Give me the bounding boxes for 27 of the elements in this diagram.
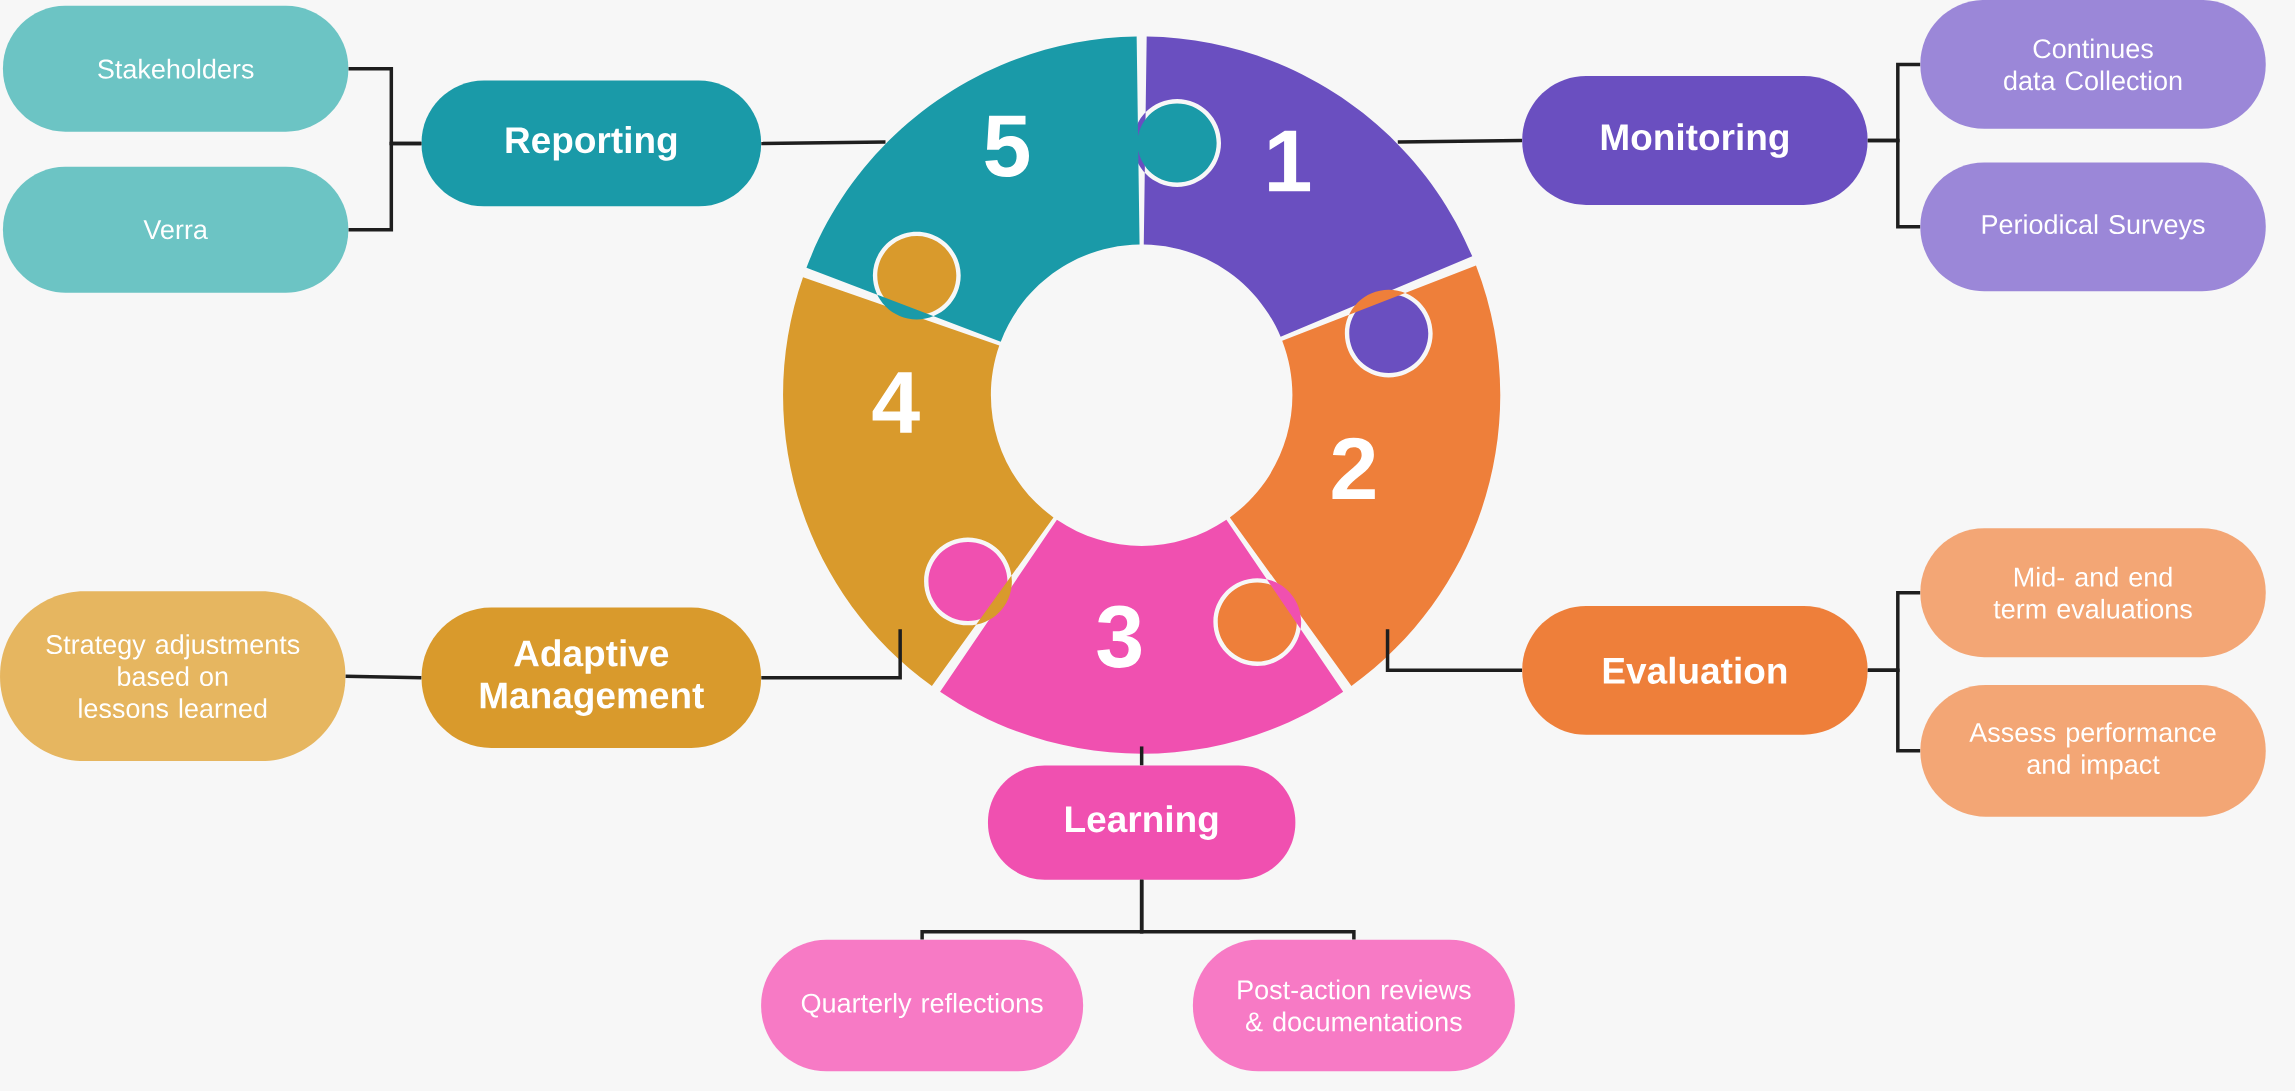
- detail-pill: Periodical Surveys: [1920, 162, 2266, 292]
- connector-line: [1397, 138, 1523, 144]
- stage-pill: Evaluation: [1522, 605, 1868, 735]
- connector-line: [345, 674, 422, 680]
- puzzle-piece: 1: [1133, 36, 1473, 374]
- puzzle-piece: 5: [806, 36, 1217, 342]
- connector-line: [1867, 668, 1921, 753]
- stage-pill: Learning: [987, 765, 1296, 880]
- detail-pill: Strategy adjustments based on lessons learned: [0, 591, 346, 762]
- stage-pill: Monitoring: [1522, 76, 1868, 205]
- stage-pill: Adaptive Management: [421, 607, 762, 748]
- connector-line: [1867, 138, 1921, 229]
- connector-line: [1139, 746, 1144, 766]
- detail-pill: Assess performance and impact: [1920, 685, 2266, 817]
- connector-line: [761, 140, 886, 146]
- connector-line: [1385, 629, 1522, 673]
- detail-pill: Continues data Collection: [1920, 0, 2266, 129]
- connector-line: [761, 629, 902, 680]
- puzzle-piece: 3: [928, 519, 1344, 754]
- connector-line: [348, 141, 422, 232]
- connector-line: [1139, 879, 1356, 940]
- detail-pill: Mid- and end term evaluations: [1920, 528, 2266, 658]
- puzzle-piece: 4: [783, 236, 1054, 686]
- detail-pill: Verra: [2, 166, 349, 293]
- detail-pill: Stakeholders: [2, 5, 349, 132]
- stage-pill: Reporting: [421, 80, 762, 207]
- puzzle-piece: 2: [1217, 265, 1501, 686]
